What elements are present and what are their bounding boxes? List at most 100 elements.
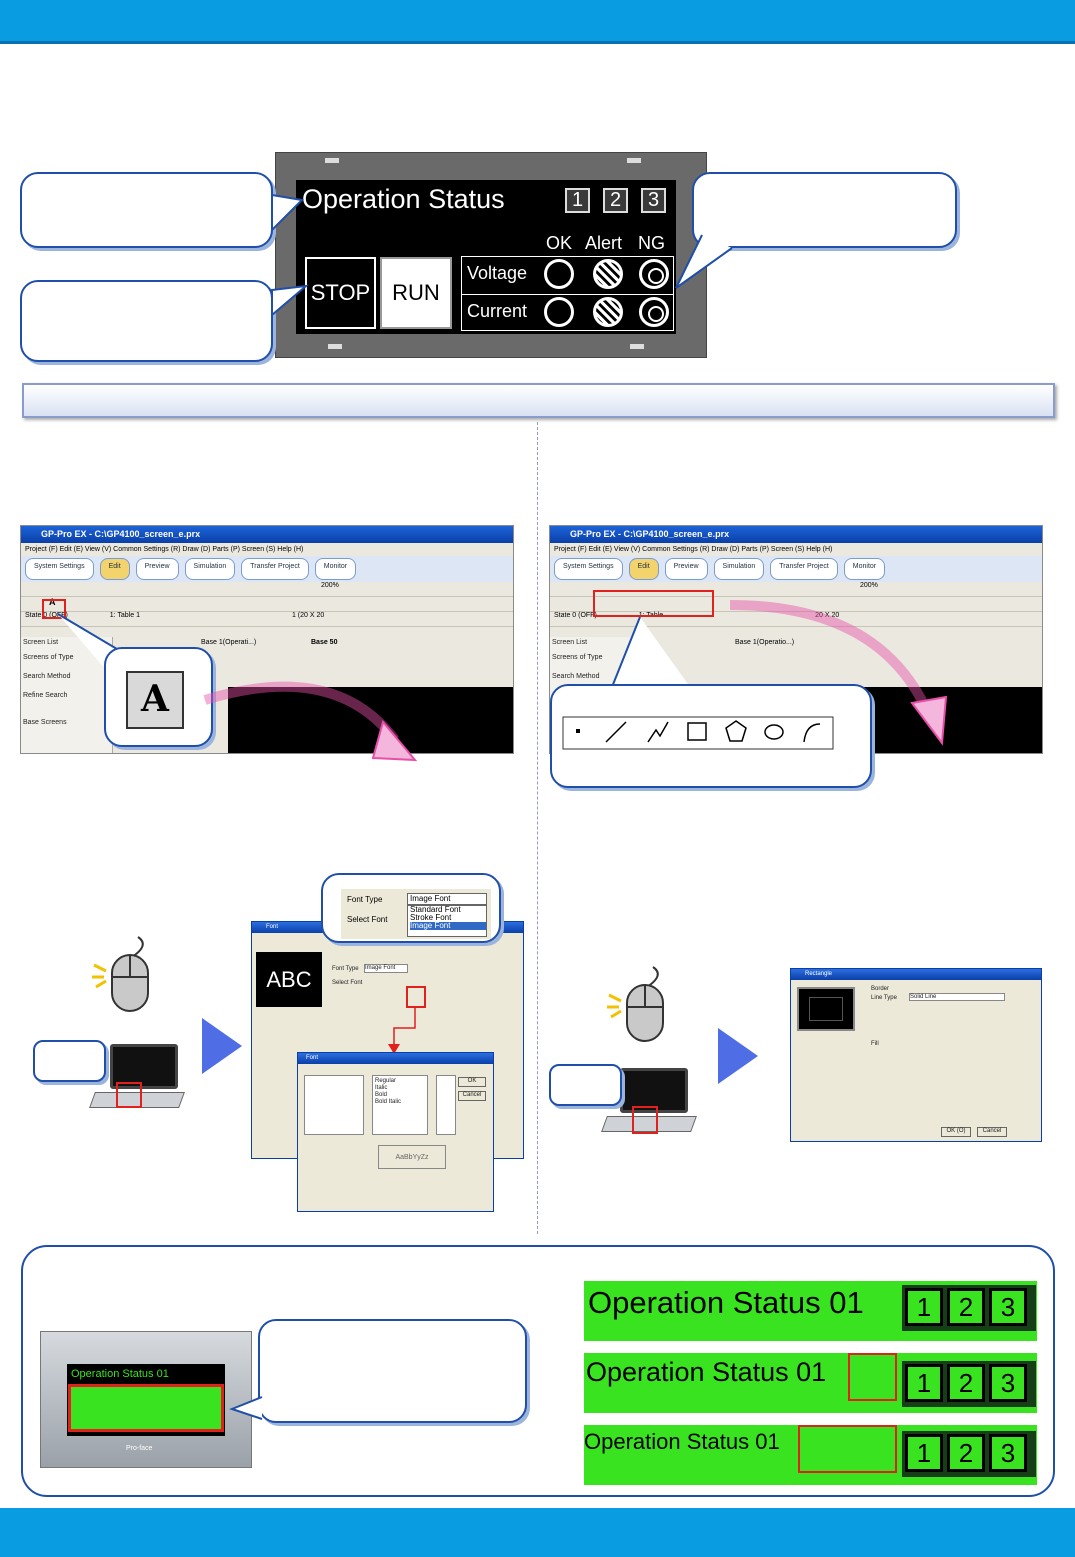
step-monitor[interactable]: Monitor (314, 558, 357, 580)
step-edit[interactable]: Edit (628, 558, 659, 580)
screen-tab[interactable]: Base 1(Operatio...) (735, 639, 795, 646)
line-type-select[interactable]: Solid Line (909, 993, 1005, 1001)
laptop-screen (110, 1044, 178, 1089)
font-option[interactable]: Standard Font (410, 905, 461, 914)
grid-select[interactable]: 20 X 20 (815, 612, 840, 619)
gap-highlight (848, 1353, 897, 1401)
screen-number-1[interactable]: 1 (565, 188, 590, 213)
screen-number-3[interactable]: 3 (641, 188, 666, 213)
font-picker-title: Font (298, 1053, 493, 1064)
font-cancel-button[interactable]: Cancel (458, 1091, 486, 1101)
step-system-settings[interactable]: System Settings (25, 558, 94, 580)
font-ok-button[interactable]: OK (458, 1077, 486, 1087)
workflow-steps: System Settings Edit Preview Simulation … (550, 556, 1042, 582)
step-system-settings[interactable]: System Settings (554, 558, 623, 580)
bottom-panel (21, 1245, 1055, 1497)
toolbar-row: 200% (21, 582, 513, 597)
state-select[interactable]: State 0 (OFF) (554, 612, 597, 619)
col-label-ok: OK (546, 233, 573, 253)
number-box-2: 2 (947, 1288, 985, 1326)
search-method-label: Search Method (23, 673, 71, 680)
rect-ok-button[interactable]: OK (O) (941, 1127, 971, 1137)
screen-tab-2[interactable]: Base 50 (311, 639, 338, 646)
number-box-3: 3 (989, 1434, 1027, 1472)
table-select[interactable]: 1: Table 1 (109, 612, 140, 619)
font-option[interactable]: Stroke Font (410, 913, 452, 922)
font-type-select[interactable]: Image Font (364, 964, 408, 973)
step-transfer[interactable]: Transfer Project (241, 558, 309, 580)
draw-toolbar (550, 597, 1042, 612)
font-size-list[interactable] (436, 1075, 456, 1135)
lamp-alert-current (593, 297, 623, 327)
run-button[interactable]: RUN (380, 257, 452, 329)
lamp-ok-current (544, 297, 574, 327)
step-monitor[interactable]: Monitor (843, 558, 886, 580)
mouse-icon (92, 936, 149, 1012)
font-type-callout: Font Type Select Font Image Font Standar… (321, 873, 501, 943)
browse-button-highlight (406, 986, 426, 1008)
polyline-tool-icon (647, 721, 669, 743)
font-preview: ABC (256, 952, 322, 1007)
banner-3: Operation Status 01 1 2 3 (584, 1425, 1037, 1485)
step-simulation[interactable]: Simulation (713, 558, 765, 580)
row-label-voltage: Voltage (467, 263, 528, 283)
number-box-1: 1 (905, 1434, 943, 1472)
drag-arrow-left (203, 681, 418, 762)
font-type-zoom: Font Type Select Font Image Font Standar… (341, 889, 491, 939)
draw-toolbar: A (21, 597, 513, 612)
step-transfer[interactable]: Transfer Project (770, 558, 838, 580)
zoom-select[interactable]: 200% (321, 582, 339, 589)
menu-bar[interactable]: Project (F) Edit (E) View (V) Common Set… (554, 546, 833, 553)
banner-2-text: Operation Status 01 (586, 1357, 827, 1387)
menu-bar[interactable]: Project (F) Edit (E) View (V) Common Set… (25, 546, 304, 553)
style-item[interactable]: Bold Italic (375, 1099, 402, 1105)
step-simulation[interactable]: Simulation (184, 558, 236, 580)
step-preview[interactable]: Preview (135, 558, 179, 580)
font-type-dropdown[interactable]: Standard Font Stroke Font Image Font (407, 905, 487, 937)
fill-checkbox[interactable]: Fill (871, 1041, 879, 1047)
number-box-2: 2 (947, 1364, 985, 1402)
window-title: GP-Pro EX - C:\GP4100_screen_e.prx (21, 526, 513, 543)
refine-search-label: Refine Search (23, 692, 68, 699)
stop-button[interactable]: STOP (305, 257, 376, 329)
base-screens-item[interactable]: Base Screens (23, 719, 67, 726)
zoom-select[interactable]: 200% (860, 582, 878, 589)
number-box-3: 3 (989, 1364, 1027, 1402)
key-callout (549, 1064, 622, 1106)
state-select[interactable]: State 0 (OFF) (25, 612, 68, 619)
grid-select[interactable]: 1 (20 X 20 (291, 612, 325, 619)
browse-arrow (388, 1008, 416, 1054)
banner-2-numbers: 1 2 3 (902, 1361, 1036, 1407)
text-tool-icon[interactable]: A (49, 597, 56, 607)
step-edit[interactable]: Edit (99, 558, 130, 580)
font-type-zoom-select[interactable]: Image Font (407, 893, 487, 905)
rectangle-dialog-title: Rectangle (791, 969, 1041, 980)
number-box-3: 3 (989, 1288, 1027, 1326)
font-style-list[interactable]: Regular Italic Bold Bold Italic (372, 1075, 428, 1135)
text-tool-highlight (42, 599, 66, 619)
rect-cancel-button[interactable]: Cancel (977, 1127, 1007, 1137)
polygon-tool-icon (725, 720, 747, 742)
font-list[interactable] (304, 1075, 364, 1135)
step-preview[interactable]: Preview (664, 558, 708, 580)
lamp-alert-voltage (593, 259, 623, 289)
row-label-current: Current (467, 301, 528, 321)
device-green-area (68, 1384, 224, 1432)
toolbar-row: 200% (550, 582, 1042, 597)
border-checkbox[interactable]: Border (871, 986, 890, 992)
style-item[interactable]: Bold (375, 1092, 388, 1098)
font-option-selected[interactable]: Image Font (410, 922, 486, 930)
style-item[interactable]: Regular (375, 1078, 397, 1084)
screen-number-2[interactable]: 2 (603, 188, 628, 213)
callout-pointer-right (675, 234, 733, 289)
screen-list-header: Screen List (552, 639, 588, 646)
editor-canvas[interactable] (228, 687, 513, 753)
column-divider (537, 422, 538, 1234)
arc-tool-icon (803, 723, 821, 743)
mouse-icon (607, 966, 664, 1042)
number-box-1: 1 (905, 1288, 943, 1326)
style-item[interactable]: Italic (375, 1085, 388, 1091)
screen-tab[interactable]: Base 1(Operati...) (201, 639, 257, 646)
rectangle-tool-icon (687, 722, 707, 741)
col-label-ng: NG (638, 233, 665, 253)
